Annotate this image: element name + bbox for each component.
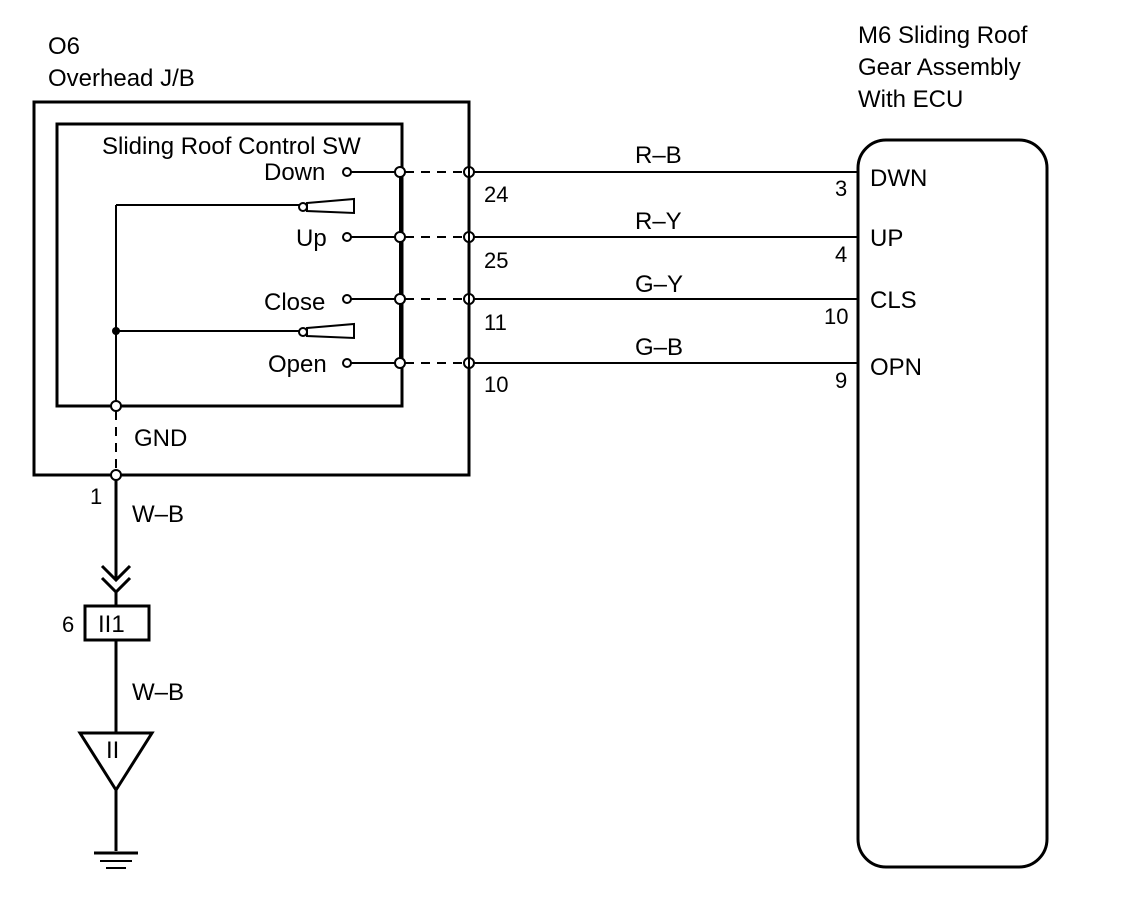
- jb-pin-up: 25: [484, 248, 508, 273]
- wire-label-ry: R–Y: [635, 208, 682, 235]
- ecu-terminal-cls: CLS: [870, 287, 917, 314]
- ground-pin: 1: [90, 484, 102, 509]
- bus-node-down: [394, 166, 406, 178]
- switch-title: Sliding Roof Control SW: [102, 133, 361, 160]
- jb-name: Overhead J/B: [48, 65, 195, 92]
- switch-ground-node: [110, 400, 122, 412]
- terminal-label-down: Down: [264, 159, 325, 186]
- terminal-label-open: Open: [268, 351, 327, 378]
- terminal-node-up: [342, 232, 352, 242]
- ecu-pin-cls: 10: [824, 304, 848, 329]
- ecu-title-line-3: With ECU: [858, 86, 963, 113]
- connector-chevron-1: [100, 564, 132, 583]
- wire-label-gb: G–B: [635, 334, 683, 361]
- switch-pivot-lower: [298, 327, 308, 337]
- ecu-title-line-2: Gear Assembly: [858, 54, 1021, 81]
- connector-pin: 6: [62, 612, 74, 637]
- ecu-terminal-opn: OPN: [870, 354, 922, 381]
- ecu-pin-dwn: 3: [835, 176, 847, 201]
- connector-label: II1: [98, 611, 125, 638]
- jb-pin-down: 24: [484, 182, 508, 207]
- ecu-title-line-1: M6 Sliding Roof: [858, 22, 1028, 49]
- ecu-terminal-up: UP: [870, 225, 903, 252]
- switch-blade-upper: [306, 197, 355, 215]
- jb-pin-open: 10: [484, 372, 508, 397]
- ecu-terminal-dwn: DWN: [870, 165, 927, 192]
- ecu-box: [856, 138, 1049, 869]
- bus-node-up: [394, 231, 406, 243]
- terminal-label-up: Up: [296, 225, 327, 252]
- bus-node-close: [394, 293, 406, 305]
- jb-ground-node: [110, 469, 122, 481]
- ecu-pin-opn: 9: [835, 368, 847, 393]
- switch-blade-lower: [306, 322, 355, 340]
- terminal-node-close: [342, 294, 352, 304]
- bus-node-open: [394, 357, 406, 369]
- terminal-label-close: Close: [264, 289, 325, 316]
- wire-label-gy: G–Y: [635, 271, 683, 298]
- wire-label-rb: R–B: [635, 142, 682, 169]
- ground-wire-label-lower: W–B: [132, 679, 184, 706]
- ground-point-label: II: [106, 737, 119, 764]
- jb-pin-close: 11: [484, 310, 507, 335]
- control-switch-outline: [55, 122, 404, 408]
- ground-point-triangle: [77, 731, 155, 793]
- terminal-node-down: [342, 167, 352, 177]
- switch-junction-dot: [112, 327, 120, 335]
- terminal-node-open: [342, 358, 352, 368]
- jb-code: O6: [48, 33, 80, 60]
- switch-pivot-upper: [298, 202, 308, 212]
- ground-wire-label-upper: W–B: [132, 501, 184, 528]
- ecu-pin-up: 4: [835, 242, 847, 267]
- ground-label: GND: [134, 425, 187, 452]
